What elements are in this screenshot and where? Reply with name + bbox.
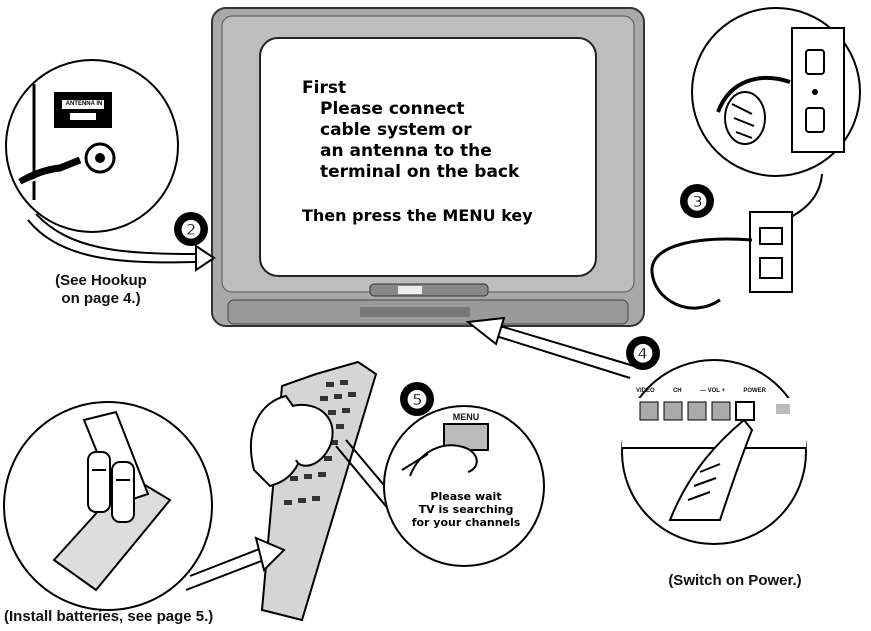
wall-outlet: [652, 212, 792, 308]
screen-line: terminal on the back: [320, 162, 582, 183]
tv-screen-text: First Please connect cable system or an …: [302, 78, 582, 226]
screen-line: Please connect: [320, 99, 582, 120]
step-2-badge: ❷: [174, 212, 208, 246]
step-5-badge: ❺: [400, 382, 434, 416]
menu-key-label: MENU: [444, 412, 488, 422]
bubble-line: for your channels: [404, 516, 528, 529]
panel-label: VIDEO: [636, 388, 655, 394]
bubble-line: Please wait: [404, 490, 528, 503]
screen-heading: First: [302, 78, 582, 99]
menu-bubble: [384, 406, 544, 566]
screen-line: cable system or: [320, 120, 582, 141]
bubble-line: TV is searching: [404, 503, 528, 516]
caption-line: on page 4.): [36, 290, 166, 308]
panel-label: POWER: [743, 388, 766, 394]
front-panel-labels: VIDEO CH — VOL + POWER: [636, 388, 766, 394]
screen-line: an antenna to the: [320, 141, 582, 162]
batteries-caption: (Install batteries, see page 5.): [4, 608, 284, 626]
antenna-label: ANTENNA IN: [60, 101, 108, 107]
menu-bubble-text: Please wait TV is searching for your cha…: [404, 490, 528, 529]
caption-line: (See Hookup: [36, 272, 166, 290]
power-outlet-bubble: [692, 8, 860, 232]
panel-label: — VOL +: [700, 388, 725, 394]
panel-label: CH: [673, 388, 682, 394]
screen-footer: Then press the MENU key: [302, 205, 582, 226]
power-caption: (Switch on Power.): [650, 572, 820, 590]
step-4-badge: ❹: [626, 336, 660, 370]
step-3-badge: ❸: [680, 184, 714, 218]
hookup-caption: (See Hookup on page 4.): [36, 272, 166, 308]
battery-bubble: [4, 402, 284, 610]
